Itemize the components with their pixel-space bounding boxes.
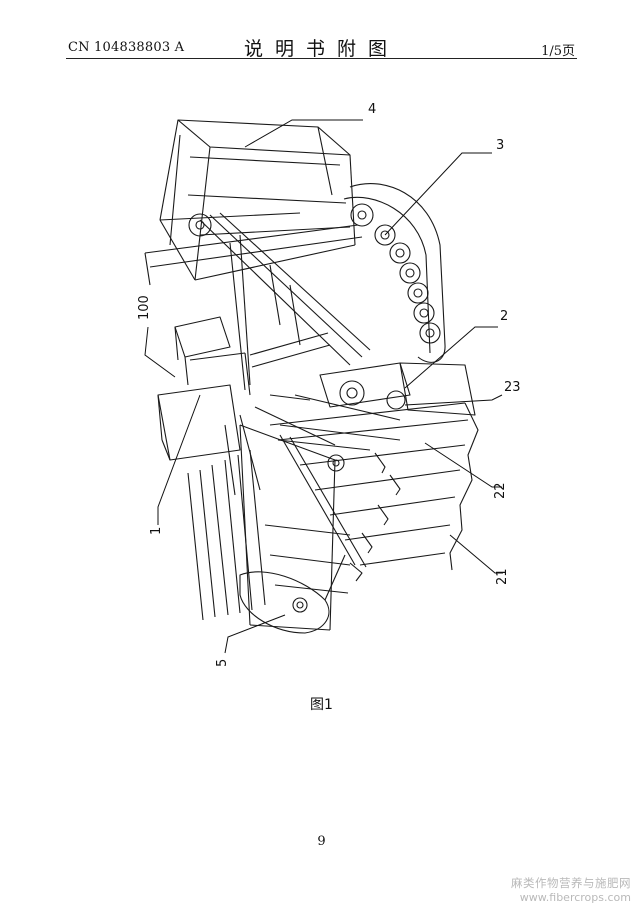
callout-22: 22 — [493, 482, 508, 499]
callout-21: 21 — [495, 568, 510, 585]
callout-4: 4 — [368, 102, 376, 117]
callout-1: 1 — [149, 527, 164, 535]
callout-3: 3 — [496, 138, 504, 153]
watermark-url: www.fibercrops.com — [519, 891, 631, 904]
header-rule — [66, 58, 577, 59]
patent-number: CN 104838803 A — [68, 40, 185, 55]
callout-23: 23 — [504, 380, 521, 395]
page-number: 9 — [317, 834, 326, 849]
figure-caption: 图1 — [310, 697, 333, 713]
watermark: 麻类作物营养与施肥网 www.fibercrops.com — [511, 875, 631, 904]
upper-frame-box — [159, 119, 356, 281]
machine-drawing: 4 3 100 2 23 22 1 21 5 — [137, 102, 521, 667]
page-header: CN 104838803 A 说明书附图 1/5页 — [0, 0, 643, 62]
upper-conveyor — [144, 212, 371, 391]
base-blocks — [157, 316, 261, 496]
cutter-header — [187, 402, 479, 634]
roller-belt — [343, 183, 446, 363]
callout-2: 2 — [500, 309, 508, 324]
page-count: 1/5页 — [541, 44, 575, 59]
section-title: 说明书附图 — [243, 38, 399, 60]
gearbox-section — [254, 362, 476, 446]
callout-5: 5 — [215, 659, 230, 667]
callout-100: 100 — [137, 295, 152, 320]
watermark-text: 麻类作物营养与施肥网 — [511, 876, 631, 890]
